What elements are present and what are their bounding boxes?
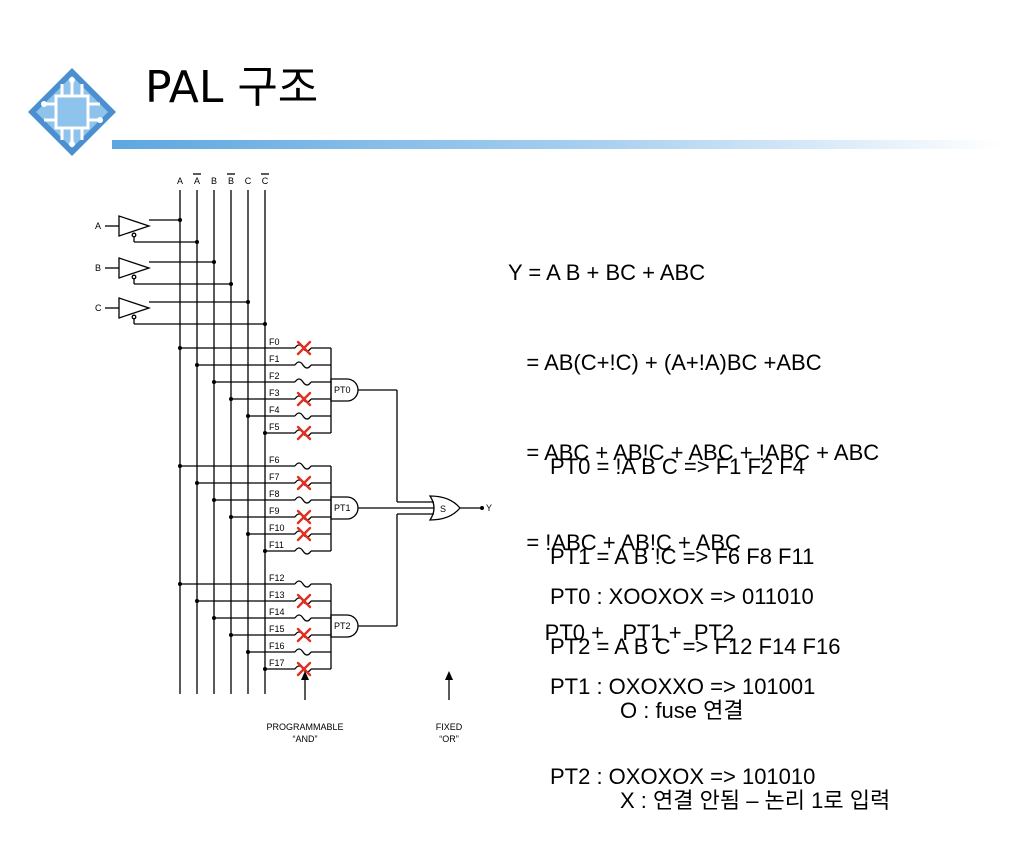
and-gate [330, 496, 359, 520]
connection-dot [229, 282, 233, 286]
fuse-label: F15 [269, 624, 285, 634]
legend-line: X : 연결 안됨 – 논리 1로 입력 [620, 788, 891, 813]
blown-fuse-mark [296, 627, 312, 643]
product-term-fuse-map: PT0 = !A B C => F1 F2 F4 PT1 = A B !C =>… [550, 392, 840, 692]
annotation-arrowhead [445, 671, 453, 680]
programmable-and-label: PROGRAMMABLE [266, 722, 343, 732]
fuse [294, 496, 312, 504]
blown-fuse-mark [296, 526, 312, 542]
fuse [294, 614, 312, 622]
pt-map-line: PT1 = A B !C => F6 F8 F11 [550, 544, 815, 569]
fuse [294, 580, 312, 588]
fuse [294, 378, 312, 386]
blown-fuse-mark [296, 475, 312, 491]
blown-fuse-mark [296, 593, 312, 609]
connection-dot [263, 322, 267, 326]
or-gate [428, 495, 461, 521]
and-gate-label: PT2 [334, 621, 351, 631]
and-gate-label: PT0 [334, 385, 351, 395]
programmable-and-label: “AND” [293, 734, 318, 744]
fuse [294, 547, 312, 555]
pt-map-line: PT0 = !A B C => F1 F2 F4 [550, 454, 805, 479]
column-label: B [211, 176, 217, 186]
blown-fuse-mark [296, 661, 312, 677]
column-label: A [194, 176, 200, 186]
inverter-bubble [131, 314, 137, 320]
annotation-arrowhead [301, 671, 309, 680]
connection-dot [195, 240, 199, 244]
fuse-label: F16 [269, 641, 285, 651]
fuse-label: F17 [269, 658, 285, 668]
inverter-bubble [131, 274, 137, 280]
blown-fuse-mark [296, 509, 312, 525]
blown-fuse-mark [296, 340, 312, 356]
connection-dot [178, 218, 182, 222]
derivation-line: Y = A B + BC + ABC [508, 260, 706, 285]
fuse-label: F7 [269, 472, 280, 482]
blown-fuse-mark [296, 425, 312, 441]
fuse-label: F14 [269, 607, 285, 617]
fuse-label: F10 [269, 523, 285, 533]
circuit-board-icon [28, 68, 116, 156]
fuse-label: F4 [269, 405, 280, 415]
legend-line: O : fuse 연결 [620, 698, 744, 723]
derivation-line: PT0 + PT1 + PT2 [508, 620, 735, 645]
fuse [294, 412, 312, 420]
slide-title: PAL 구조 [145, 62, 319, 113]
derivation-line: = ABC + AB!C + ABC + !ABC + ABC [508, 440, 880, 465]
fuse [294, 648, 312, 656]
pt-bits-line: PT0 : XOOXOX => 011010 [550, 584, 814, 609]
fuse-label: F1 [269, 354, 280, 364]
column-label: C [245, 176, 252, 186]
pt-map-line: PT2 = A B C => F12 F14 F16 [550, 634, 841, 659]
output-terminal [480, 506, 484, 510]
derivation-line: = !ABC + AB!C + ABC [508, 530, 741, 555]
fuse-label: F0 [269, 337, 280, 347]
column-label: A [177, 176, 183, 186]
and-gate-label: PT1 [334, 503, 351, 513]
title-underline-bar [112, 140, 1002, 149]
output-label: Y [486, 503, 492, 513]
inverter-bubble [131, 232, 137, 238]
derivation-line: = AB(C+!C) + (A+!A)BC +ABC [508, 350, 822, 375]
fixed-or-label: FIXED [436, 722, 463, 732]
input-buffer [118, 257, 152, 279]
fuse-label: F6 [269, 455, 280, 465]
input-label: A [95, 221, 101, 231]
column-label: B [228, 176, 234, 186]
input-label: B [95, 263, 101, 273]
and-gate [330, 614, 359, 638]
fixed-or-label: “OR” [439, 734, 459, 744]
equation-derivation: Y = A B + BC + ABC = AB(C+!C) + (A+!A)BC… [508, 198, 879, 678]
and-gate [330, 378, 359, 402]
or-gate-label: S [440, 504, 446, 514]
input-label: C [95, 303, 102, 313]
fuse-label: F3 [269, 388, 280, 398]
fuse-label: F5 [269, 422, 280, 432]
fuse-label: F13 [269, 590, 285, 600]
fuse-legend: O : fuse 연결 X : 연결 안됨 – 논리 1로 입력 [620, 636, 890, 846]
fuse-label: F9 [269, 506, 280, 516]
fuse-label: F11 [269, 540, 284, 550]
column-label: C [262, 176, 269, 186]
fuse [294, 462, 312, 470]
fuse [294, 361, 312, 369]
pt-bits-line: PT1 : OXOXXO => 101001 [550, 674, 816, 699]
connection-dot [212, 260, 216, 264]
fuse-label: F8 [269, 489, 280, 499]
fuse-label: F2 [269, 371, 280, 381]
connection-dot [246, 300, 250, 304]
input-buffer [118, 297, 152, 319]
input-buffer [118, 215, 152, 237]
fuse-label: F12 [269, 573, 285, 583]
blown-fuse-mark [296, 391, 312, 407]
